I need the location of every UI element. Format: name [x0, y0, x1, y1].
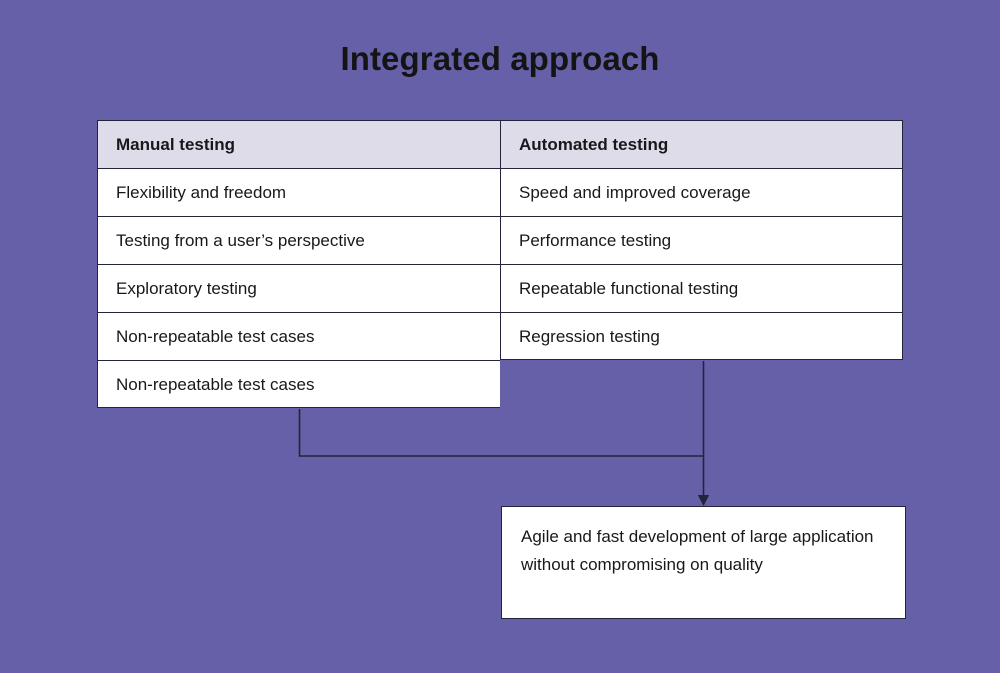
manual-testing-item-2: Testing from a user’s perspective: [97, 216, 500, 264]
table-header-manual-testing: Manual testing: [97, 120, 500, 168]
automated-testing-item-4: Regression testing: [500, 312, 903, 360]
table-header-row: Manual testing Automated testing: [97, 120, 903, 168]
comparison-table: Manual testing Automated testing Flexibi…: [97, 120, 903, 408]
outcome-text: Agile and fast development of large appl…: [521, 527, 874, 574]
manual-testing-item-4: Non-repeatable test cases: [97, 312, 500, 360]
automated-testing-item-1: Speed and improved coverage: [500, 168, 903, 216]
page-title: Integrated approach: [340, 40, 660, 77]
manual-testing-item-1: Flexibility and freedom: [97, 168, 500, 216]
table-header-automated-testing: Automated testing: [500, 120, 903, 168]
outcome-arrow-icon: [697, 495, 710, 506]
table-cell-empty: [500, 360, 903, 408]
table-row: Flexibility and freedom Speed and improv…: [97, 168, 903, 216]
automated-testing-item-3: Repeatable functional testing: [500, 264, 903, 312]
table-row: Non-repeatable test cases Regression tes…: [97, 312, 903, 360]
table-row: Exploratory testing Repeatable functiona…: [97, 264, 903, 312]
manual-testing-item-5: Non-repeatable test cases: [97, 360, 500, 408]
table-row: Testing from a user’s perspective Perfor…: [97, 216, 903, 264]
table-row: Non-repeatable test cases: [97, 360, 903, 408]
manual-testing-item-3: Exploratory testing: [97, 264, 500, 312]
automated-testing-item-2: Performance testing: [500, 216, 903, 264]
manual-testing-connector: [298, 409, 704, 457]
outcome-box: Agile and fast development of large appl…: [501, 506, 906, 619]
